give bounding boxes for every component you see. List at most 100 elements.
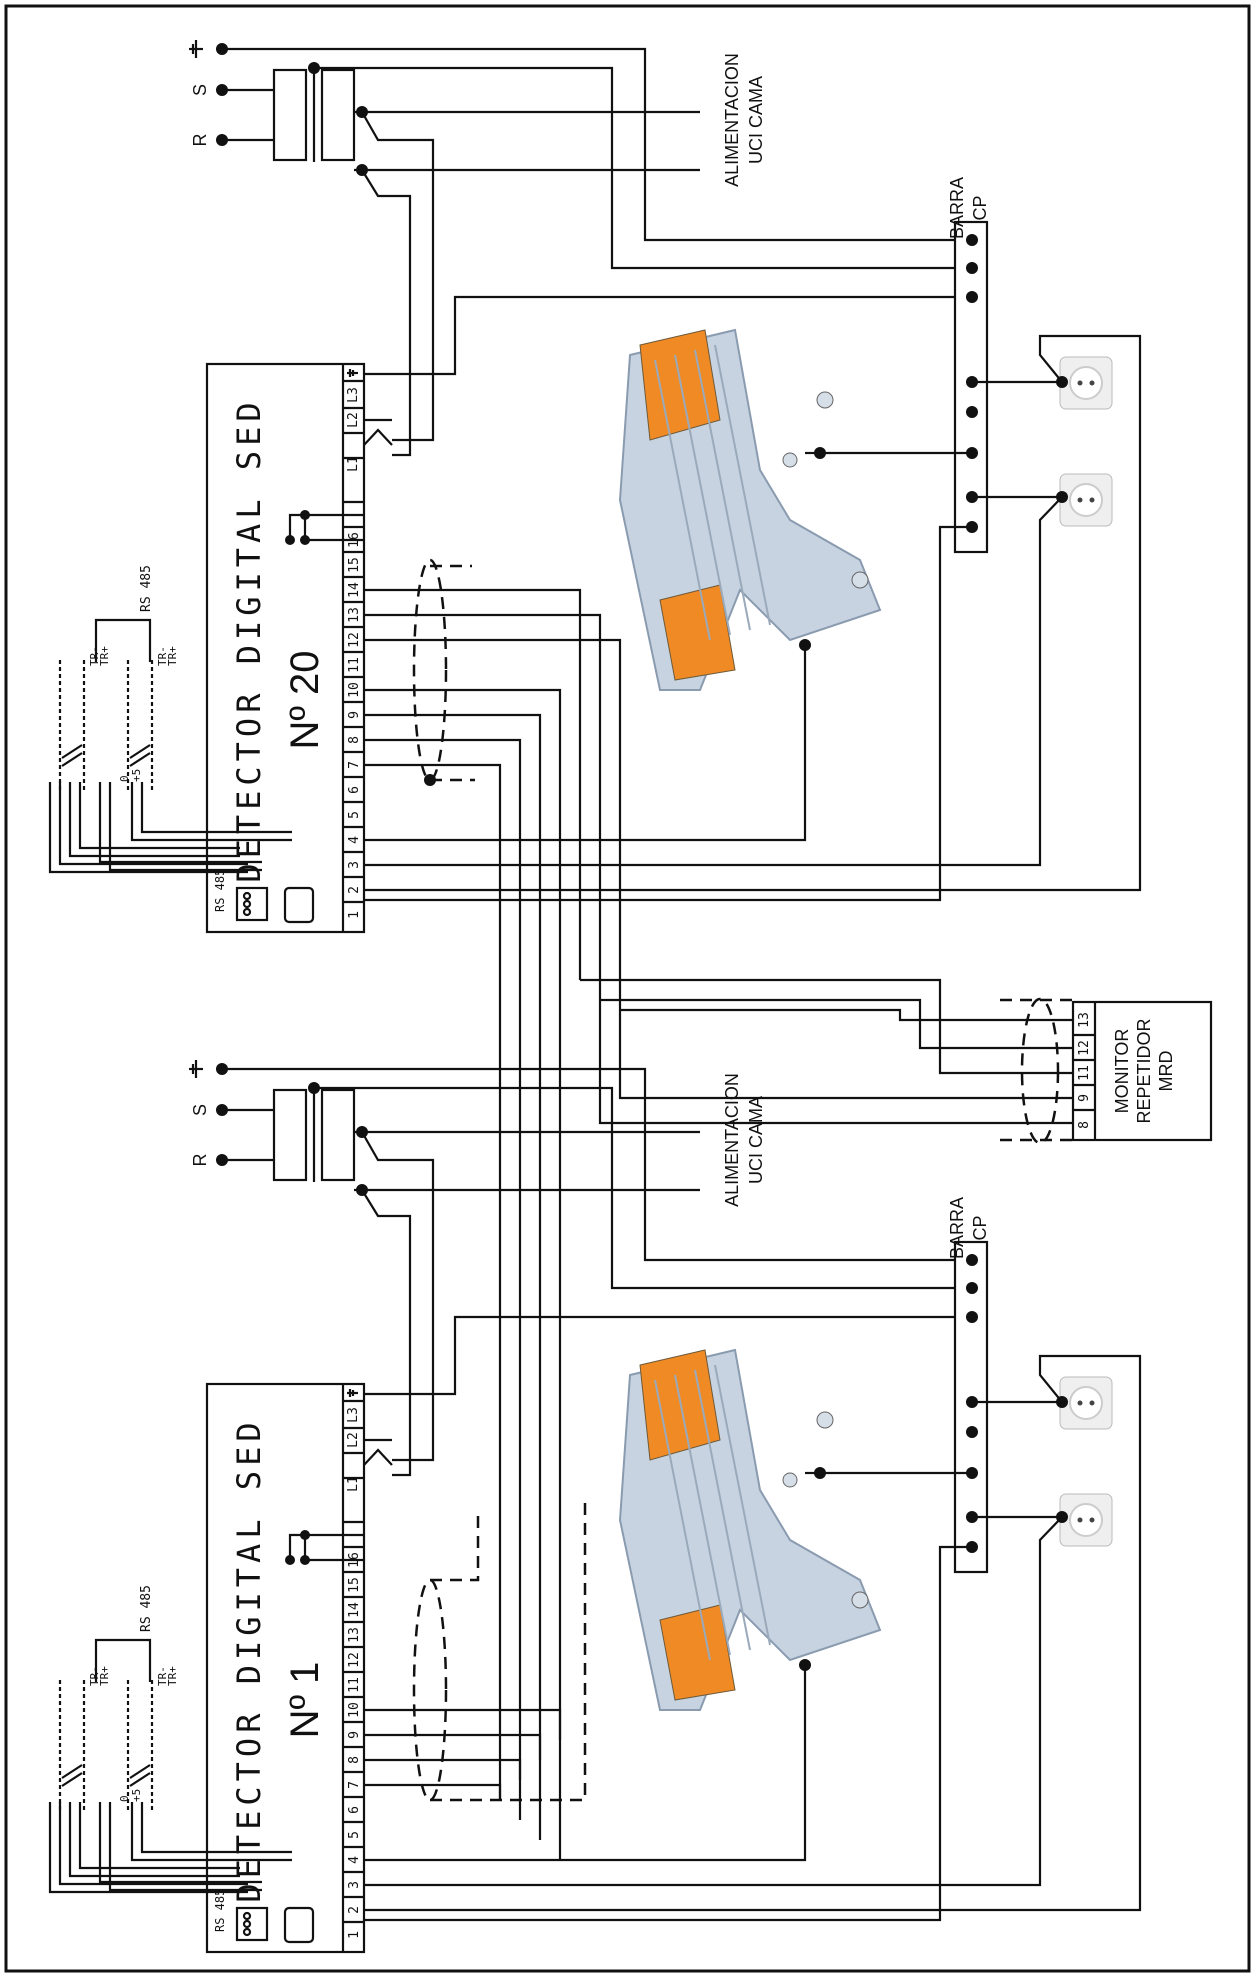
- detector-title: DETECTOR DIGITAL SED: [230, 397, 268, 882]
- terminal-number: 13: [347, 607, 362, 623]
- alimentacion-label: ALIMENTACION: [722, 53, 742, 187]
- terminal-label: L3: [346, 1407, 361, 1423]
- barra-label: BARRA: [947, 1197, 967, 1259]
- terminal-number: 2: [347, 1906, 362, 1914]
- rs485-terminal-block: [235, 886, 269, 922]
- terminal-number: 4: [347, 1856, 362, 1864]
- detector-number: Nº 1: [283, 1662, 327, 1739]
- terminal-number: 1: [347, 911, 362, 919]
- ground-icon: [189, 40, 203, 58]
- cable-label: TR+: [166, 1666, 179, 1686]
- terminal-number: 5: [347, 1831, 362, 1839]
- transformer-icon: [272, 62, 356, 162]
- terminal-number: 14: [347, 1602, 362, 1618]
- terminal-number: 11: [347, 1677, 362, 1693]
- cable-label: TR-: [156, 646, 169, 666]
- hospital-bed-icon: [618, 1348, 882, 1711]
- detector-box: [205, 1382, 366, 1954]
- supply-label-s: S: [190, 1104, 210, 1116]
- rs485-port-label: RS 485: [213, 869, 227, 912]
- rs485-cable: [58, 660, 154, 790]
- rs485-cable: [58, 1680, 154, 1810]
- terminal-number: 3: [347, 1881, 362, 1889]
- db9-connector: [283, 886, 315, 924]
- power-outlet-icon: [1059, 1493, 1113, 1547]
- detector-title: DETECTOR DIGITAL SED: [230, 1417, 268, 1902]
- monitor-terminal: 8: [1077, 1121, 1092, 1129]
- terminal-label: L1: [346, 456, 361, 472]
- barra-label: CP: [970, 195, 990, 220]
- monitor-terminal: 13: [1077, 1012, 1092, 1028]
- monitor-terminal: 12: [1077, 1040, 1092, 1056]
- cable-label: +5: [130, 1789, 143, 1802]
- terminal-number: 10: [347, 682, 362, 698]
- monitor-repetidor: 8 9 11 12 13 MONITOR REPETIDOR MRD: [580, 978, 1213, 1145]
- rs485-label: RS 485: [139, 1585, 154, 1632]
- monitor-terminal: 11: [1077, 1065, 1092, 1081]
- monitor-label: REPETIDOR: [1134, 1018, 1154, 1123]
- terminal-number: 7: [347, 1781, 362, 1789]
- terminal-number: 14: [347, 582, 362, 598]
- hospital-bed-icon: [618, 328, 882, 691]
- detector-box: [205, 362, 366, 934]
- alimentacion-label: UCI CAMA: [746, 76, 766, 164]
- terminal-number: 12: [347, 1652, 362, 1668]
- supply-label-r: R: [190, 1154, 210, 1167]
- shield-ellipse: [412, 1578, 448, 1802]
- terminal-number: 6: [347, 1806, 362, 1814]
- terminal-number: 3: [347, 861, 362, 869]
- terminal-number: 13: [347, 1627, 362, 1643]
- terminal-number: 9: [347, 1731, 362, 1739]
- alimentacion-label: UCI CAMA: [746, 1096, 766, 1184]
- terminal-number: 8: [347, 1756, 362, 1764]
- shield-ellipse: [412, 558, 448, 782]
- unit-detector-20: L1 L2 L3 1 2 3 4 5 6 7 8 9 10 11 12 13 1…: [48, 40, 1142, 1860]
- terminal-number: 4: [347, 836, 362, 844]
- monitor-terminal: 9: [1077, 1094, 1092, 1102]
- terminal-number: 12: [347, 632, 362, 648]
- cable-label: TR+: [98, 1666, 111, 1686]
- terminal-number: 15: [347, 1577, 362, 1593]
- terminal-number: 2: [347, 886, 362, 894]
- terminal-number: 11: [347, 657, 362, 673]
- terminal-number: 8: [347, 736, 362, 744]
- alimentacion-label: ALIMENTACION: [722, 1073, 742, 1207]
- terminal-number: 7: [347, 761, 362, 769]
- db9-connector: [283, 1906, 315, 1944]
- unit-detector-1: L1 L2 L3 1 2 3 4 5 6 7 8 9 10 11 12 13 1…: [48, 1060, 1142, 1954]
- detector-number: Nº 20: [283, 650, 327, 749]
- rs485-terminal-block: [235, 1906, 269, 1942]
- cable-label: TR-: [88, 1666, 101, 1686]
- cable-label: TR-: [88, 646, 101, 666]
- terminal-label: L3: [346, 387, 361, 403]
- supply-label-s: S: [190, 84, 210, 96]
- terminal-strip: [343, 1399, 364, 1924]
- rs485-label: RS 485: [139, 565, 154, 612]
- cable-label: 0: [118, 775, 131, 782]
- terminal-label: L2: [346, 1432, 361, 1448]
- monitor-label: MONITOR: [1112, 1029, 1132, 1114]
- cable-label: TR+: [98, 646, 111, 666]
- terminal-number: 10: [347, 1702, 362, 1718]
- cable-label: 0: [118, 1795, 131, 1802]
- terminal-strip: [343, 379, 364, 904]
- terminal-label: L1: [346, 1476, 361, 1492]
- cable-label: +5: [130, 769, 143, 782]
- power-outlet-icon: [1059, 1376, 1113, 1430]
- supply-label-r: R: [190, 134, 210, 147]
- monitor-label: MRD: [1156, 1051, 1176, 1092]
- transformer-icon: [272, 1082, 356, 1182]
- ground-icon: [189, 1060, 203, 1078]
- frame-border: [4, 4, 1251, 1973]
- terminal-label: L2: [346, 412, 361, 428]
- ground-icon: [347, 369, 358, 377]
- barra-label: CP: [970, 1215, 990, 1240]
- terminal-number: 1: [347, 1931, 362, 1939]
- rs485-port-label: RS 485: [213, 1889, 227, 1932]
- power-outlet-icon: [1059, 356, 1113, 410]
- cable-label: TR+: [166, 646, 179, 666]
- ground-icon: [347, 1389, 358, 1397]
- terminal-number: 15: [347, 557, 362, 573]
- power-outlet-icon: [1059, 473, 1113, 527]
